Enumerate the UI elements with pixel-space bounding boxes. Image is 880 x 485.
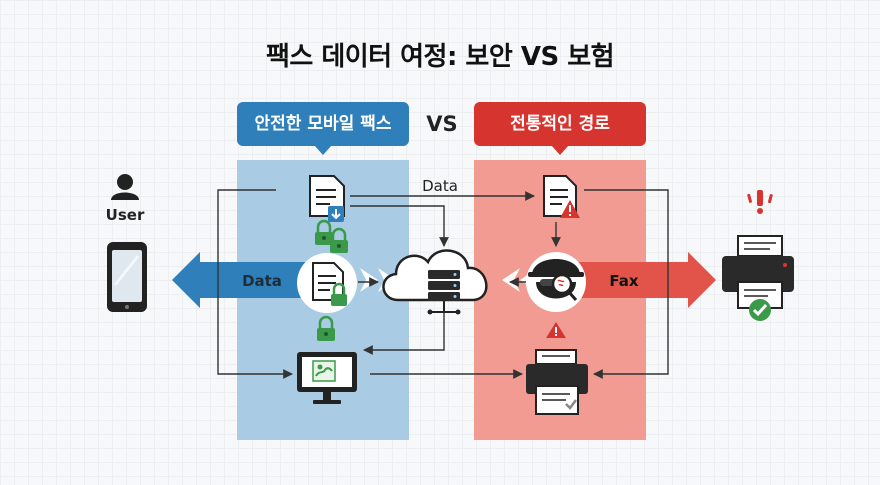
lock-icon: [317, 315, 335, 341]
traditional-path-label: 전통적인 경로: [474, 102, 646, 155]
fax-machine-icon: [526, 349, 588, 415]
user-icon: [111, 174, 139, 200]
lock-icon: [330, 227, 348, 253]
fax-arrow-label: Fax: [609, 272, 639, 290]
diagram-title: 팩스 데이터 여정: 보안 VS 보험: [265, 42, 615, 72]
red-fax-arrow: [578, 252, 716, 308]
cloud-server-icon: [382, 249, 488, 315]
top-data-flow-label: Data: [422, 177, 458, 195]
vs-label: VS: [426, 112, 458, 136]
alert-icon: [546, 322, 566, 338]
data-arrow-label: Data: [242, 272, 282, 290]
exclamation-alert-icon: [747, 190, 773, 214]
user-label: User: [105, 206, 145, 224]
printer-check-icon: [722, 235, 794, 321]
document-lock-icon: [297, 253, 357, 313]
document-download-icon: [309, 175, 345, 222]
lock-icon: [315, 219, 333, 245]
hacker-spy-icon: [526, 252, 586, 312]
document-warning-icon: [543, 175, 580, 218]
smartphone-icon: [107, 242, 147, 312]
computer-monitor-icon: [297, 352, 357, 404]
secure-path-label: 안전한 모바일 팩스: [237, 102, 409, 155]
flow-lines: [217, 189, 669, 379]
